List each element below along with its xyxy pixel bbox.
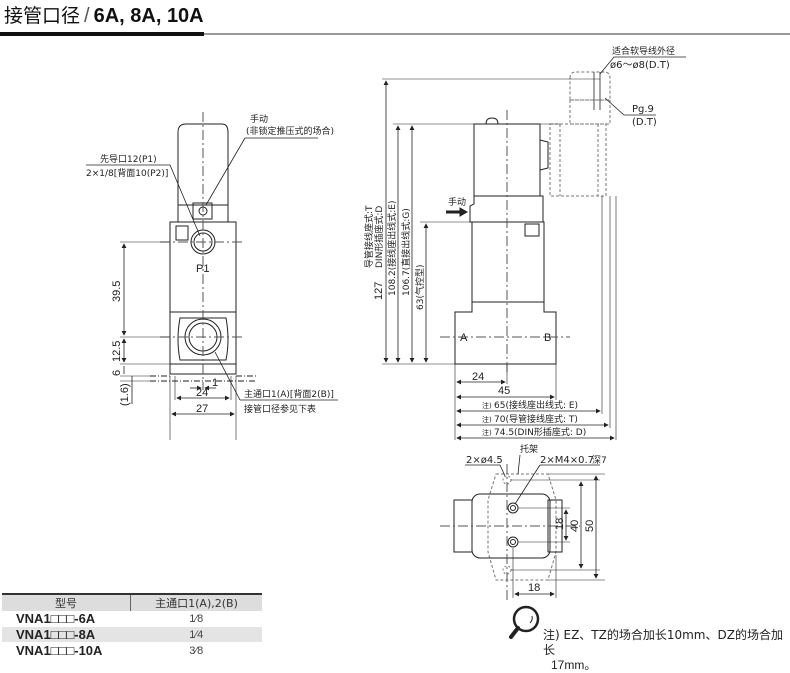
side-view (382, 56, 686, 441)
side-manual-label: 手动 (448, 196, 466, 208)
pilot-port-label: 先导口12(P1) (100, 153, 157, 165)
pg-label: Pg.9 (632, 104, 654, 115)
dim-6: 6 (111, 370, 123, 376)
row-model: VNA1□□□-10A (2, 642, 131, 659)
row-size: 1⁄4 (130, 626, 262, 643)
dim-bottom-18h: 18 (528, 582, 540, 594)
port-size-table: 型号 主通口1(A),2(B) VNA1□□□-6A 1⁄8 VNA1□□□-8… (2, 593, 262, 659)
row-size: 3⁄8 (130, 642, 262, 659)
front-small-port (175, 225, 189, 241)
table-row: VNA1□□□-8A 1⁄4 (2, 626, 262, 643)
dim-12-5: 12.5 (111, 341, 123, 362)
dim-127-note-d: DIN形插座式:D (373, 206, 385, 268)
note-mark-65: 注) (482, 401, 492, 410)
title-rule-light (204, 33, 790, 35)
dim-127: 127 (373, 282, 385, 300)
bracket-label: 托架 (520, 443, 538, 455)
dim-24: 24 (196, 387, 208, 399)
dim-70: 70(导管接线座式: T) (494, 413, 578, 425)
dim-63: 63(气控型) (414, 265, 426, 310)
title-separator: / (84, 5, 90, 27)
bottom-bracket (487, 473, 557, 581)
front-bracket-flange (150, 375, 256, 382)
row-size: 1⁄8 (130, 611, 262, 627)
header-model: 型号 (2, 593, 131, 611)
main-port-note: 接管口径参见下表 (244, 403, 316, 415)
table-row: VNA1□□□-10A 3⁄8 (2, 642, 262, 659)
footnote-line1: 注) EZ、TZ的场合加长10mm、DZ的场合加长 (543, 628, 783, 657)
table-header-row: 型号 主通口1(A),2(B) (2, 593, 262, 611)
depth-label: 深7 (592, 455, 607, 466)
row-model: VNA1□□□-6A (2, 611, 131, 627)
dim-74-5: 74.5(DIN形插座式: D) (494, 426, 586, 438)
title-sizes: 6A, 8A, 10A (93, 5, 204, 27)
port-b-label: B (544, 332, 551, 344)
port-a-label: A (460, 332, 468, 344)
pilot-port-size: 2×1/8[背面10(P2)] (86, 167, 168, 179)
row-model: VNA1□□□-8A (2, 626, 131, 643)
thread-hole-bottom (507, 536, 519, 548)
dim-1-6: (1.6) (119, 383, 131, 406)
wire-label: 适合软导线外径 (612, 45, 675, 57)
front-manual-label: 手动 (250, 113, 268, 125)
dim-bottom-18v: 18 (554, 518, 566, 530)
magnifier-icon (509, 605, 540, 639)
title-zh: 接管口径 (4, 5, 81, 27)
main-port-label: 主通口1(A)[背面2(B)] (244, 388, 334, 400)
dim-127-note-t: 导管接线座式:T (363, 205, 375, 268)
front-manual-note: (非锁定推压式的场合) (246, 125, 334, 137)
side-body (471, 221, 545, 303)
side-din-connector-hidden (549, 71, 611, 197)
dim-27: 27 (196, 403, 208, 415)
footnote: 注) EZ、TZ的场合加长10mm、DZ的场合加长 17mm。 (543, 628, 788, 673)
title-rule-dark (0, 32, 204, 36)
side-manual-cap (485, 117, 499, 125)
side-base (454, 301, 557, 365)
side-coil-bump (539, 139, 549, 171)
dim-bottom-40: 40 (569, 520, 581, 532)
dim-bottom-50: 50 (584, 520, 596, 532)
pg-note: (D.T) (632, 117, 657, 128)
header-port-size: 主通口1(A),2(B) (130, 593, 262, 611)
front-view (86, 112, 338, 440)
front-coil-body (177, 123, 229, 206)
note-mark-745: 注) (482, 428, 492, 437)
thread-label: 2×M4×0.7 (540, 455, 594, 466)
bottom-view (440, 454, 605, 600)
page-title: 接管口径/6A, 8A, 10A (4, 4, 204, 28)
dim-1: 1 (212, 377, 218, 389)
hole-label: 2×ø4.5 (466, 455, 503, 466)
dim-side-24: 24 (472, 371, 484, 383)
dim-side-45: 45 (498, 385, 510, 397)
dim-106: 106.7(直接出线式:G) (400, 208, 412, 296)
dim-65: 65(接线座出线式: E) (494, 399, 578, 411)
note-mark-70: 注) (482, 415, 492, 424)
thread-hole-top (507, 502, 519, 514)
dim-108: 108.2(接线座出线式:E) (386, 200, 398, 296)
dim-39-5: 39.5 (111, 281, 123, 302)
p1-label: P1 (196, 263, 209, 275)
table-row: VNA1□□□-6A 1⁄8 (2, 611, 262, 627)
front-main-port-boss (177, 317, 229, 361)
wire-size: ø6～ø8(D.T) (610, 60, 670, 71)
